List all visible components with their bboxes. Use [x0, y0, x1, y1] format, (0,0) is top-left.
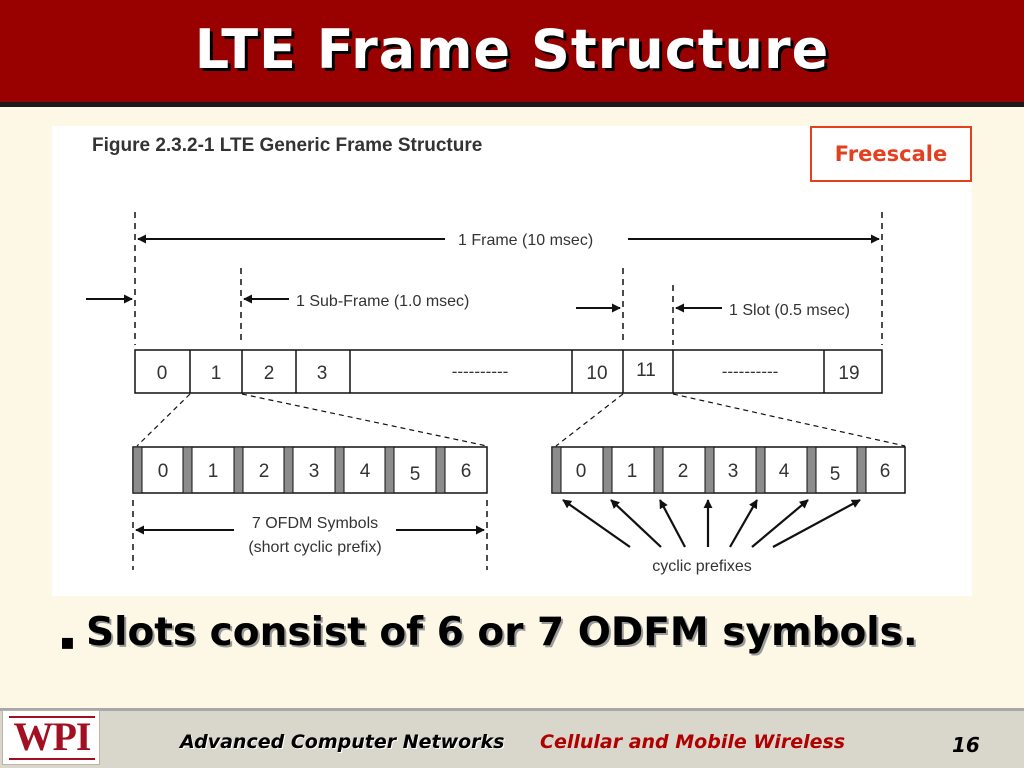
logo-rule [9, 758, 95, 760]
slot-number: 1 [211, 363, 222, 384]
symbol-number: 1 [208, 461, 219, 482]
wpi-logo: WPI [2, 710, 100, 765]
symbol-number: 4 [360, 461, 371, 482]
slot-number: 19 [838, 363, 859, 384]
slot-number: 10 [586, 363, 607, 384]
footer-bar [0, 708, 1024, 768]
symbol-row-long [551, 446, 906, 494]
frame-label: 1 Frame (10 msec) [458, 232, 593, 249]
logo-rule [9, 716, 95, 718]
slot-label: 1 Slot (0.5 msec) [729, 302, 850, 319]
bullet-text: Slots consist of 6 or 7 ODFM symbols. [86, 610, 918, 655]
page-number: 16 [952, 733, 980, 757]
wpi-logo-text: WPI [13, 714, 92, 759]
footer-topic: Cellular and Mobile Wireless [540, 731, 846, 753]
symbol-numbers-short: 0 1 2 3 4 5 6 [158, 461, 472, 485]
zoom-lines [136, 393, 906, 447]
figure-caption: Figure 2.3.2-1 LTE Generic Frame Structu… [92, 135, 482, 156]
symbol-number: 3 [728, 461, 739, 482]
slide-title: LTE Frame Structure [194, 18, 830, 81]
slot-ellipsis: ---------- [722, 362, 779, 381]
cyclic-prefix-label: cyclic prefixes [652, 558, 752, 575]
slot-numbers: 0 1 2 3 10 11 19 ---------- ---------- [157, 360, 860, 384]
footer-course: Advanced Computer Networks [180, 731, 505, 753]
symbol-numbers-long: 0 1 2 3 4 5 6 [576, 461, 891, 485]
title-bar: LTE Frame Structure [0, 0, 1024, 107]
ofdm-sublabel: (short cyclic prefix) [248, 539, 381, 556]
symbol-row-short [132, 446, 488, 494]
bullet-marker: ▪ [60, 630, 75, 655]
symbol-number: 5 [410, 464, 421, 485]
slot-ellipsis: ---------- [452, 362, 509, 381]
symbol-number: 5 [830, 464, 841, 485]
slot-number: 0 [157, 363, 168, 384]
symbol-number: 1 [627, 461, 638, 482]
slot-number: 11 [636, 360, 656, 381]
freescale-badge: Freescale [810, 126, 972, 182]
symbol-number: 2 [678, 461, 689, 482]
symbol-number: 0 [576, 461, 587, 482]
symbol-number: 6 [880, 461, 891, 482]
ofdm-label: 7 OFDM Symbols [252, 515, 378, 532]
slot-number: 2 [264, 363, 275, 384]
subframe-label: 1 Sub-Frame (1.0 msec) [296, 293, 469, 310]
symbol-number: 0 [158, 461, 169, 482]
cyclic-prefix-arrows [562, 499, 861, 548]
slot-row [134, 349, 883, 394]
symbol-number: 2 [259, 461, 270, 482]
dashed-guides [132, 212, 883, 570]
symbol-number: 4 [779, 461, 790, 482]
symbol-number: 6 [461, 461, 472, 482]
symbol-number: 3 [309, 461, 320, 482]
slot-number: 3 [317, 363, 328, 384]
